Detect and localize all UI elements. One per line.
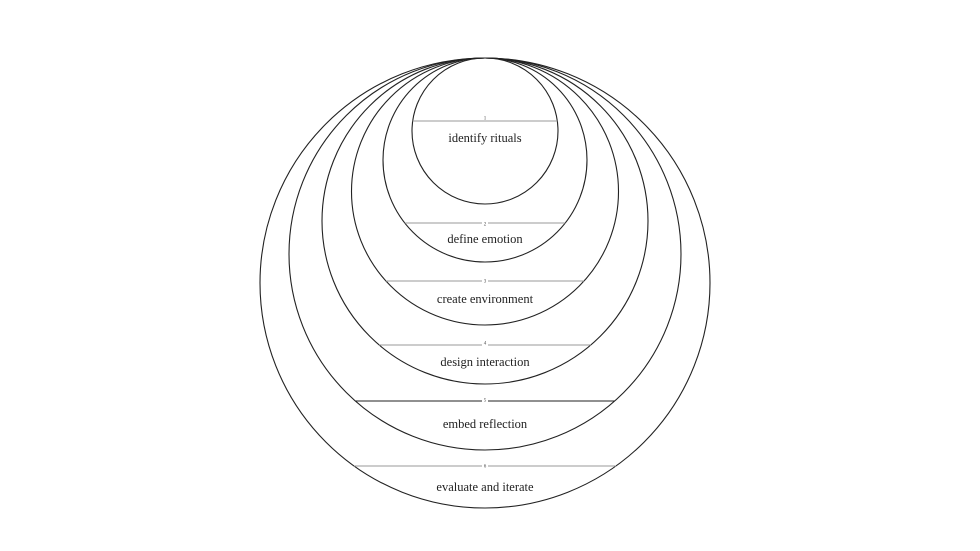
stage-number: 6 <box>484 465 487 470</box>
stage-2: 2 define emotion <box>404 221 566 246</box>
stage-number: 4 <box>484 342 487 347</box>
stage-label: identify rituals <box>448 131 521 145</box>
stage-1: 1 identify rituals <box>412 115 558 145</box>
stage-number: 5 <box>484 399 487 404</box>
stage-number: 1 <box>484 117 487 122</box>
stage-number-backing <box>482 278 488 284</box>
rings-layer <box>259 57 711 509</box>
stage-3: 3 create environment <box>385 278 585 306</box>
stage-label: design interaction <box>440 355 530 369</box>
ring-1 <box>411 57 559 205</box>
ring-3 <box>350 57 620 326</box>
stage-number-backing <box>482 463 488 469</box>
stage-label: create environment <box>437 292 534 306</box>
stage-number-backing <box>482 397 488 403</box>
stage-4: 4 design interaction <box>379 340 591 369</box>
stage-5: 5 embed reflection <box>355 397 615 431</box>
stage-number: 3 <box>484 280 487 285</box>
stage-label: define emotion <box>447 232 523 246</box>
stage-number: 2 <box>484 223 487 228</box>
stage-label: evaluate and iterate <box>436 480 534 494</box>
stage-number-backing <box>482 115 488 121</box>
stage-6: 6 evaluate and iterate <box>354 463 616 494</box>
stages-layer: 1 identify rituals 2 define emotion 3 create … <box>354 115 616 494</box>
stage-number-backing <box>482 340 488 346</box>
stage-number-backing <box>482 221 488 227</box>
ring-4 <box>321 57 649 385</box>
stage-label: embed reflection <box>443 417 528 431</box>
